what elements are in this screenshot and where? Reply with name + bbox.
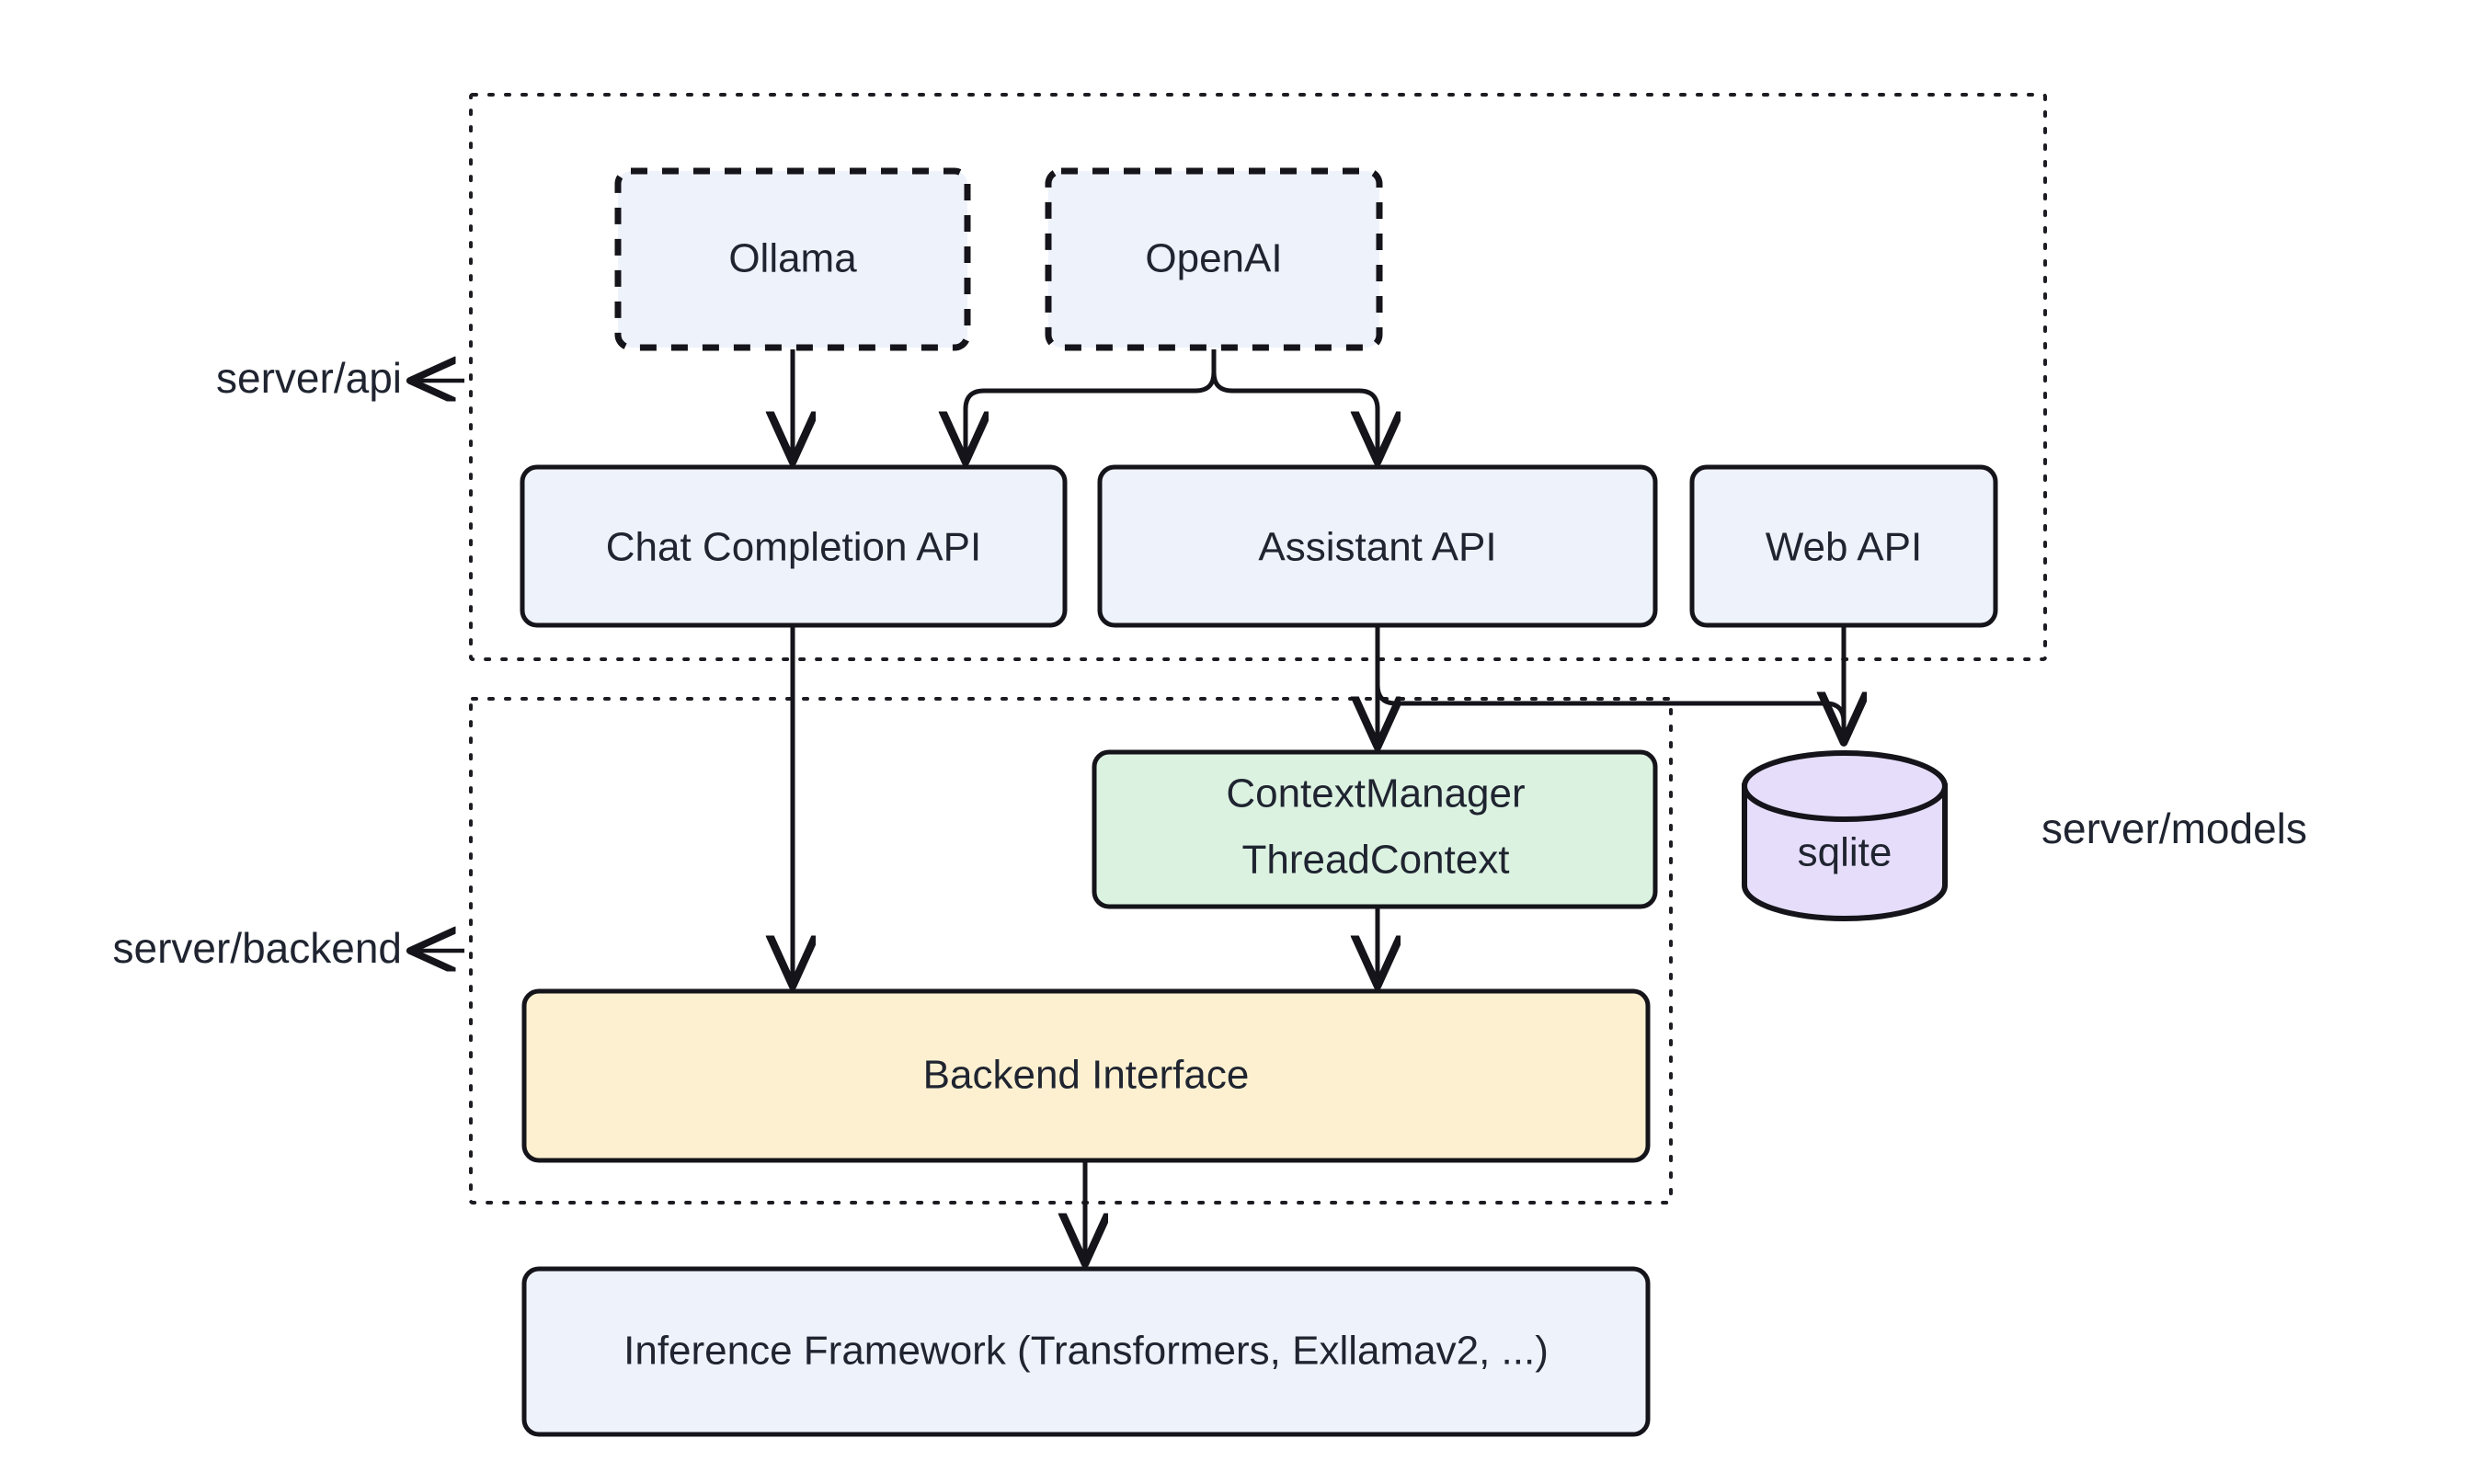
node-chat-completion-api-label: Chat Completion API: [606, 525, 981, 570]
node-inference-framework-shape: [521, 1266, 1651, 1437]
node-ollama-shape: [614, 167, 971, 351]
node-inference-framework-label: Inference Framework (Transformers, Exlla…: [623, 1329, 1549, 1374]
node-openai-label: OpenAI: [1145, 236, 1282, 281]
node-ollama-label: Ollama: [728, 236, 857, 281]
group-label-server-models-text: server/models: [2041, 805, 2307, 852]
group-label-server-backend-text: server/backend: [113, 924, 403, 972]
node-sqlite-body: [1742, 783, 1948, 921]
node-chat-completion-api-shape: [520, 464, 1068, 628]
node-backend-interface[interactable]: Backend Interface: [521, 988, 1651, 1163]
node-assistant-api[interactable]: Assistant API: [1097, 464, 1658, 628]
group-label-server-models: server/models: [2041, 805, 2307, 852]
node-sqlite-top: [1742, 750, 1948, 822]
node-context-manager-label-line1: ContextManager: [1226, 771, 1525, 816]
group-label-server-api: server/api: [216, 354, 464, 402]
node-sqlite[interactable]: sqlite: [1742, 750, 1948, 921]
node-ollama[interactable]: Ollama: [614, 167, 971, 351]
node-openai-shape: [1045, 167, 1383, 351]
node-context-manager-label-line2: ThreadContext: [1241, 838, 1509, 883]
node-backend-interface-shape: [521, 988, 1651, 1163]
node-chat-completion-api[interactable]: Chat Completion API: [520, 464, 1068, 628]
edge-openai-to-assistant-api: [1211, 349, 1378, 460]
group-container-server-api: [469, 93, 2047, 661]
node-web-api-shape: [1689, 464, 1998, 628]
node-assistant-api-shape: [1097, 464, 1658, 628]
group-label-server-api-text: server/api: [216, 354, 402, 402]
node-context-manager-shape: [1092, 749, 1658, 909]
node-inference-framework[interactable]: Inference Framework (Transformers, Exlla…: [521, 1266, 1651, 1437]
edge-openai-to-chat-completion-api: [966, 349, 1217, 460]
group-container-server-backend: [469, 697, 1673, 1204]
node-backend-interface-label: Backend Interface: [923, 1053, 1250, 1098]
node-web-api-label: Web API: [1766, 525, 1922, 570]
node-sqlite-label: sqlite: [1798, 830, 1893, 875]
node-context-manager[interactable]: ContextManager ThreadContext: [1092, 749, 1658, 909]
edge-assistant-api-to-sqlite: [1375, 625, 1844, 740]
node-web-api[interactable]: Web API: [1689, 464, 1998, 628]
node-assistant-api-label: Assistant API: [1258, 525, 1496, 570]
group-label-server-backend: server/backend: [113, 924, 464, 972]
node-openai[interactable]: OpenAI: [1045, 167, 1383, 351]
